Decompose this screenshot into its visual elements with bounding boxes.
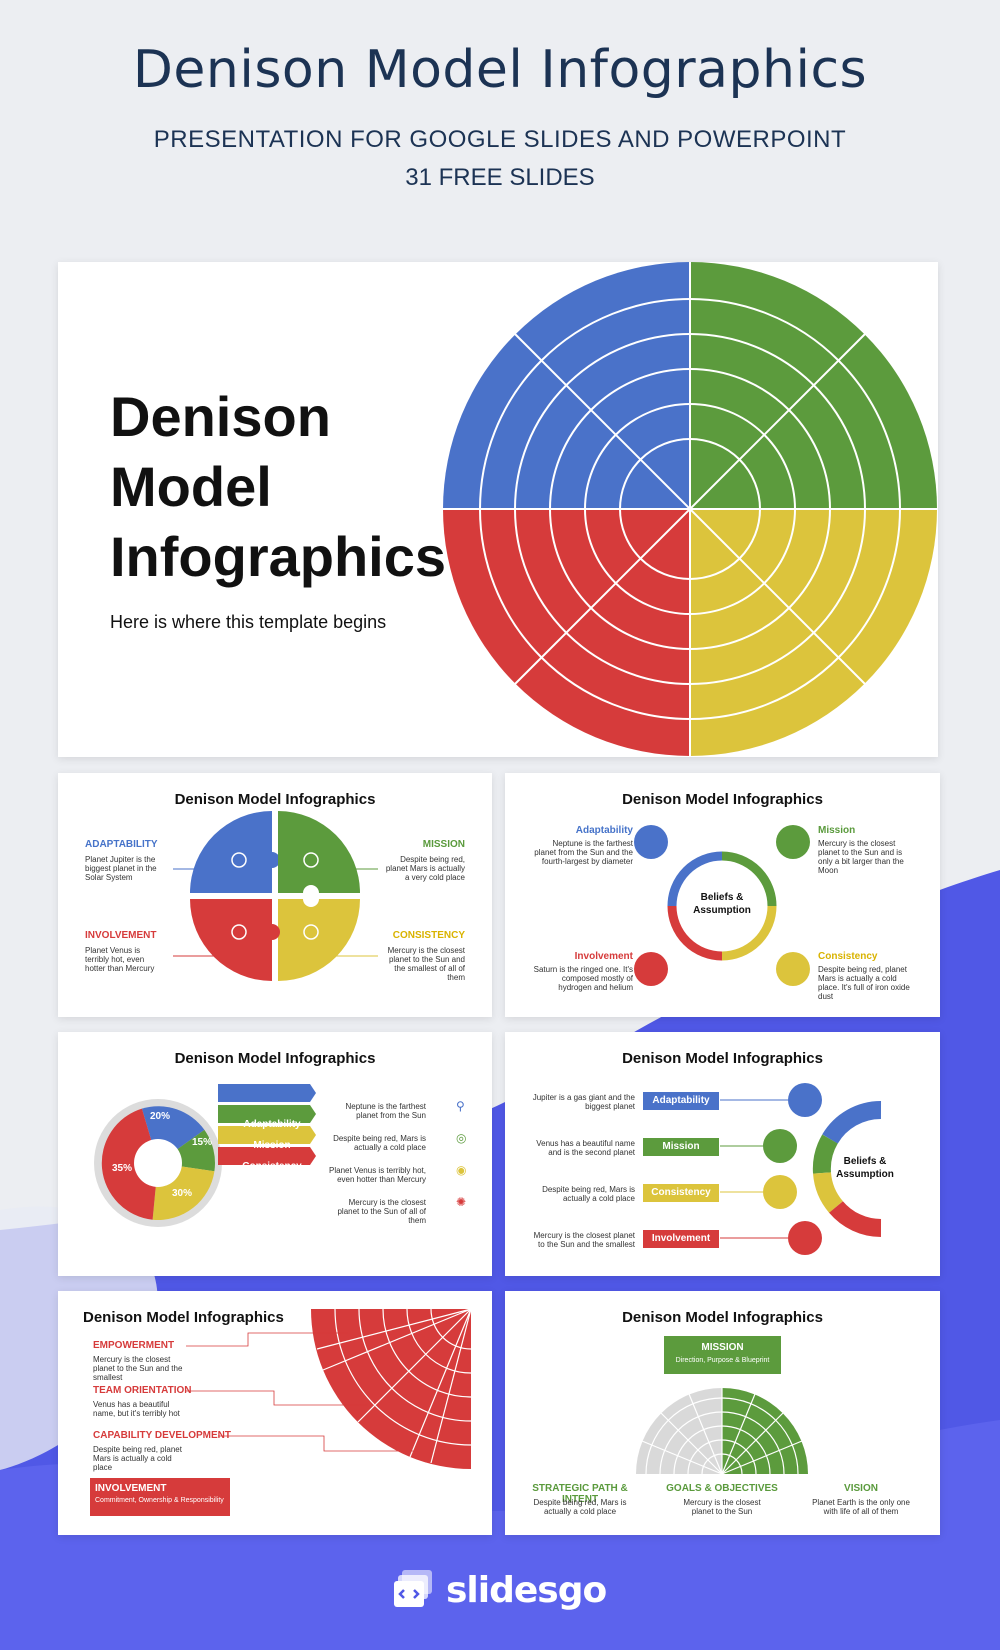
slide-title: Denison Model Infographics (174, 1050, 376, 1067)
empowerment-text: Mercury is the closest planet to the Sun… (93, 1355, 183, 1382)
involvement-text: Saturn is the ringed one. It's composed … (533, 965, 633, 992)
quarter-radar-graphic (186, 1308, 472, 1469)
adaptability-label: Adaptability (575, 825, 633, 836)
pct-red: 35% (112, 1163, 133, 1174)
badge-involvement: Involvement (643, 1230, 719, 1248)
involvement-box-sub: Commitment, Ownership & Responsibility (95, 1497, 224, 1504)
globe-icon: ◉ (456, 1163, 467, 1177)
involvement-text: Planet Venus is terribly hot, even hotte… (85, 946, 155, 973)
puzzle-graphic (173, 811, 378, 981)
slidesgo-icon (394, 1570, 432, 1607)
adaptability-text: Planet Jupiter is the biggest planet in … (85, 855, 157, 882)
badge-consistency: Consistency (643, 1184, 719, 1202)
semi-radar-graphic (636, 1388, 808, 1475)
capability-text: Despite being red, planet Mars is actual… (93, 1445, 182, 1472)
cover-title-line3: Infographics (110, 525, 447, 588)
goals-label: GOALS & OBJECTIVES (666, 1483, 778, 1494)
capability-label: CAPABILITY DEVELOPMENT (93, 1430, 231, 1441)
consistency-text: Despite being red, planet Mars is actual… (818, 965, 910, 1001)
donut-graphic (94, 1084, 316, 1227)
page-title: Denison Model Infographics (132, 40, 868, 100)
mission-box-title: MISSION (701, 1342, 744, 1353)
involvement-label: INVOLVEMENT (85, 930, 157, 941)
mission-box: MISSION Direction, Purpose & Blueprint (664, 1336, 781, 1374)
team-orientation-label: TEAM ORIENTATION (93, 1385, 192, 1396)
involvement-box: INVOLVEMENT Commitment, Ownership & Resp… (90, 1478, 230, 1516)
slide-ring[interactable]: Denison Model Infographics Beliefs & Ass… (505, 773, 940, 1017)
brand-logo[interactable]: slidesgo (392, 1565, 607, 1615)
donut-text-1: Neptune is the farthest planet from the … (345, 1102, 427, 1120)
slides-count: 31 FREE SLIDES (405, 164, 595, 191)
slide-title: Denison Model Infographics (622, 791, 823, 808)
half-text-2: Venus has a beautiful name and is the se… (536, 1139, 635, 1157)
mission-text: Mercury is the closest planet to the Sun… (818, 839, 904, 875)
slide-title: Denison Model Infographics (174, 791, 376, 808)
half-ring-center: Beliefs & Assumption (836, 1156, 894, 1180)
pct-yellow: 30% (172, 1188, 193, 1199)
cover-title-line1: Denison (110, 385, 331, 448)
ribbon-consistency: Consistency (242, 1161, 302, 1172)
mission-text: Despite being red, planet Mars is actual… (385, 855, 465, 882)
cover-tagline: Here is where this template begins (110, 612, 387, 632)
mission-label: Mission (818, 825, 856, 836)
cover-slide[interactable]: Denison Model Infographics Here is where… (58, 262, 938, 757)
strategic-path-text: Despite being red, Mars is actually a co… (533, 1498, 627, 1516)
ring-graphic (634, 825, 810, 986)
cover-title-line2: Model (110, 455, 272, 518)
half-ring-graphic (720, 1083, 882, 1255)
header: Denison Model Infographics PRESENTATION … (0, 40, 1000, 192)
half-text-1: Jupiter is a gas giant and the biggest p… (532, 1093, 635, 1111)
ribbon-adaptability: Adaptability (243, 1119, 301, 1130)
link-icon: ⚲ (456, 1099, 465, 1113)
involvement-label: Involvement (574, 951, 633, 962)
half-text-4: Mercury is the closest planet to the Sun… (533, 1231, 635, 1249)
consistency-label: CONSISTENCY (392, 930, 465, 941)
donut-text-3: Planet Venus is terribly hot, even hotte… (329, 1166, 426, 1184)
ribbon-involvement: Involvement (242, 1182, 302, 1193)
pct-blue: 20% (150, 1111, 171, 1122)
pct-green: 15% (192, 1137, 213, 1148)
adaptability-text: Neptune is the farthest planet from the … (534, 839, 633, 866)
slide-half-ring[interactable]: Denison Model Infographics Adaptability … (505, 1032, 940, 1276)
badge-adaptability: Adaptability (643, 1092, 719, 1110)
empowerment-label: EMPOWERMENT (93, 1340, 175, 1351)
slide-donut[interactable]: Denison Model Infographics 20% 15% 30% 3… (58, 1032, 492, 1276)
badge-mission: Mission (643, 1138, 719, 1156)
adaptability-icon-circle (634, 825, 668, 859)
donut-text-2: Despite being red, Mars is actually a co… (333, 1134, 426, 1152)
team-orientation-text: Venus has a beautiful name, but it's ter… (93, 1400, 180, 1418)
involvement-icon-circle (634, 952, 668, 986)
cover-radar-wheel (443, 262, 937, 756)
target-icon: ◎ (456, 1131, 467, 1145)
slide-title: Denison Model Infographics (622, 1050, 823, 1067)
mission-box-sub: Direction, Purpose & Blueprint (675, 1357, 770, 1364)
cover-title: Denison Model Infographics (110, 382, 446, 592)
vision-text: Planet Earth is the only one with life o… (812, 1498, 910, 1516)
donut-text-4: Mercury is the closest planet to the Sun… (337, 1198, 426, 1225)
slide-quarter[interactable]: Denison Model Infographics EMPOWERMENT M… (58, 1291, 492, 1535)
half-text-3: Despite being red, Mars is actually a co… (542, 1185, 635, 1203)
consistency-icon-circle (776, 952, 810, 986)
vision-label: VISION (844, 1483, 878, 1494)
goals-text: Mercury is the closest planet to the Sun (683, 1498, 761, 1516)
slide-title: Denison Model Infographics (622, 1309, 823, 1326)
consistency-text: Mercury is the closest planet to the Sun… (387, 946, 465, 982)
involvement-box-title: INVOLVEMENT (95, 1483, 167, 1494)
mission-label: MISSION (422, 839, 465, 850)
ring-center-text: Beliefs & Assumption (693, 892, 751, 916)
brand-name: slidesgo (446, 1569, 607, 1611)
slide-semi-circle[interactable]: Denison Model Infographics MISSION Direc… (505, 1291, 940, 1535)
adaptability-label: ADAPTABILITY (85, 839, 158, 850)
ribbon-mission: Mission (253, 1140, 291, 1151)
page-subtitle: PRESENTATION FOR GOOGLE SLIDES AND POWER… (153, 126, 847, 153)
mission-icon-circle (776, 825, 810, 859)
slide-title: Denison Model Infographics (83, 1309, 284, 1326)
consistency-label: Consistency (818, 951, 878, 962)
bulb-icon: ✺ (456, 1195, 467, 1209)
strategic-path-label: STRATEGIC PATH & INTENT (532, 1483, 628, 1505)
slide-puzzle[interactable]: Denison Model Infographics ADAPTABILITY … (58, 773, 492, 1017)
